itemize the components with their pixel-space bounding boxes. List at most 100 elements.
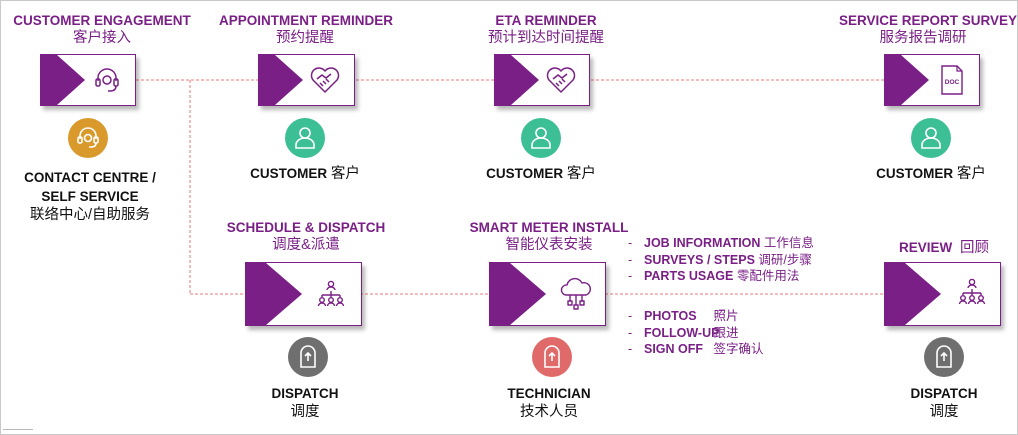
role-label-zh: 客户 xyxy=(956,166,986,182)
chevron-arrow-icon xyxy=(495,55,539,105)
list-dash: - xyxy=(628,252,633,267)
chevron-arrow-icon xyxy=(490,263,546,325)
list-dash: - xyxy=(628,325,633,340)
title-zh: 服务报告调研 xyxy=(879,30,967,46)
role-label: CUSTOMER xyxy=(250,166,328,181)
role-dispatch-2: DISPATCH 调度 xyxy=(882,384,1006,422)
step-title-schedule-dispatch: SCHEDULE & DISPATCH 调度&派遣 xyxy=(223,220,389,255)
chevron-arrow-icon xyxy=(259,55,303,105)
avatar-customer-2 xyxy=(521,118,561,158)
worker-icon xyxy=(300,345,316,368)
install-details-top: -JOB INFORMATION 工作信息 -SURVEYS / STEPS 调… xyxy=(628,235,814,285)
person-icon xyxy=(921,127,941,149)
step-card-eta-reminder[interactable] xyxy=(494,54,590,106)
chevron-arrow-icon xyxy=(885,55,929,105)
title-zh: 智能仪表安装 xyxy=(505,237,593,253)
chevron-arrow-icon xyxy=(885,263,941,325)
list-dash: - xyxy=(628,269,633,283)
role-customer-2: CUSTOMER 客户 xyxy=(471,164,611,184)
step-card-appointment-reminder[interactable] xyxy=(258,54,355,106)
chevron-arrow-icon xyxy=(41,55,85,105)
role-label: TECHNICIAN xyxy=(507,386,591,401)
role-label: DISPATCH xyxy=(271,386,339,401)
doc-icon: DOC xyxy=(941,65,963,95)
role-line-zh: 联络中心/自助服务 xyxy=(29,207,151,223)
headset-icon xyxy=(95,68,119,92)
role-line-2: SELF SERVICE xyxy=(41,189,139,204)
role-customer-1: CUSTOMER 客户 xyxy=(235,164,375,184)
team-hierarchy-icon xyxy=(958,278,986,305)
list-dash: - xyxy=(628,342,633,356)
step-card-schedule-dispatch[interactable] xyxy=(245,262,362,326)
role-line-1: CONTACT CENTRE / xyxy=(24,170,156,185)
team-hierarchy-icon xyxy=(317,280,345,307)
install-details-bottom: -PHOTOS 照片 -FOLLOW-UP 跟进 -SIGN OFF 签字确认 xyxy=(628,308,764,358)
step-title-customer-engagement: CUSTOMER ENGAGEMENT 客户接入 xyxy=(9,13,195,48)
handshake-heart-icon xyxy=(546,67,576,93)
cloud-network-icon xyxy=(560,277,592,310)
step-card-service-report-survey[interactable]: DOC xyxy=(884,54,980,106)
list-item-en: JOB INFORMATION xyxy=(644,236,761,250)
role-dispatch-1: DISPATCH 调度 xyxy=(243,384,367,422)
list-item: -PHOTOS 照片 xyxy=(628,308,764,325)
role-label-zh: 技术人员 xyxy=(520,404,578,420)
person-icon xyxy=(531,127,551,149)
title-en: SMART METER INSTALL xyxy=(469,220,629,235)
chevron-arrow-icon xyxy=(246,263,302,325)
title-en: REVIEW xyxy=(898,240,953,255)
list-item: -PARTS USAGE 零配件用法 xyxy=(628,268,814,285)
step-title-smart-meter-install: SMART METER INSTALL 智能仪表安装 xyxy=(467,220,631,255)
list-dash: - xyxy=(628,309,633,323)
headset-icon xyxy=(77,127,99,148)
avatar-dispatch-1 xyxy=(288,337,328,377)
avatar-dispatch-2 xyxy=(924,337,964,377)
list-item-en: FOLLOW-UP xyxy=(644,325,720,340)
list-item-zh: 签字确认 xyxy=(713,342,764,356)
avatar-customer-1 xyxy=(285,118,325,158)
role-label-zh: 调度 xyxy=(290,404,320,420)
role-technician: TECHNICIAN 技术人员 xyxy=(487,384,611,422)
title-zh: 调度&派遣 xyxy=(272,237,340,253)
step-card-review[interactable] xyxy=(884,262,1001,326)
title-en: SERVICE REPORT SURVEY xyxy=(839,13,1018,28)
avatar-contact-centre xyxy=(68,118,108,158)
avatar-customer-3 xyxy=(911,118,951,158)
list-item: -FOLLOW-UP 跟进 xyxy=(628,325,764,342)
list-item: -SIGN OFF 签字确认 xyxy=(628,341,764,358)
worker-icon xyxy=(544,345,560,368)
title-zh: 客户接入 xyxy=(73,30,131,46)
list-item-zh: 调研/步骤 xyxy=(758,252,812,267)
step-title-review: REVIEW 回顾 xyxy=(889,240,999,256)
list-item-en: PHOTOS xyxy=(644,309,697,323)
list-item: -JOB INFORMATION 工作信息 xyxy=(628,235,814,252)
list-item: -SURVEYS / STEPS 调研/步骤 xyxy=(628,252,814,269)
role-customer-3: CUSTOMER 客户 xyxy=(861,164,1001,184)
list-item-en: SIGN OFF xyxy=(644,342,704,356)
step-card-customer-engagement[interactable] xyxy=(40,54,136,106)
role-label-zh: 客户 xyxy=(566,166,596,182)
list-item-zh: 工作信息 xyxy=(763,236,814,250)
list-item-zh: 照片 xyxy=(713,309,739,323)
title-en: SCHEDULE & DISPATCH xyxy=(226,220,386,235)
title-en: CUSTOMER ENGAGEMENT xyxy=(13,13,191,28)
list-item-zh: 跟进 xyxy=(713,325,739,340)
corner-mark xyxy=(3,429,33,430)
role-label-zh: 调度 xyxy=(929,404,959,420)
step-title-service-report-survey: SERVICE REPORT SURVEY 服务报告调研 xyxy=(839,13,1017,48)
title-zh: 回顾 xyxy=(960,240,990,256)
list-dash: - xyxy=(628,236,633,250)
avatar-technician xyxy=(532,337,572,377)
role-label-zh: 客户 xyxy=(330,166,360,182)
worker-icon xyxy=(936,345,952,368)
title-en: APPOINTMENT REMINDER xyxy=(219,13,394,28)
step-card-smart-meter-install[interactable] xyxy=(489,262,606,326)
list-item-zh: 零配件用法 xyxy=(736,269,800,283)
handshake-heart-icon xyxy=(310,67,340,93)
person-icon xyxy=(295,127,315,149)
role-label: CUSTOMER xyxy=(876,166,954,181)
role-contact-centre: CONTACT CENTRE / SELF SERVICE 联络中心/自助服务 xyxy=(5,168,175,225)
step-title-eta-reminder: ETA REMINDER 预计到达时间提醒 xyxy=(454,13,638,48)
doc-label: DOC xyxy=(945,79,960,86)
list-item-en: PARTS USAGE xyxy=(644,269,734,283)
